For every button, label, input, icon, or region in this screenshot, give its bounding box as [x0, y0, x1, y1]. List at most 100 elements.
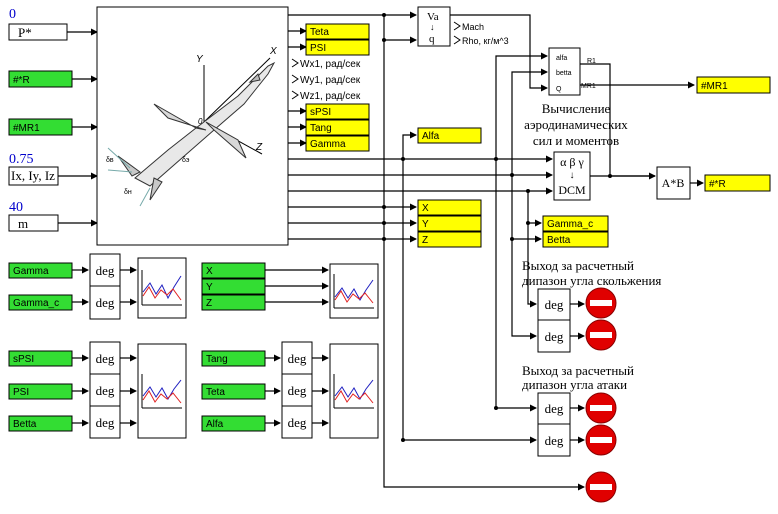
slip-warning-2: дипазон угла скольжения: [522, 273, 661, 288]
spsi-out-text: sPSI: [310, 107, 331, 118]
x-in[interactable]: [201, 262, 266, 279]
deg-label: deg: [96, 415, 115, 430]
q-label: q: [429, 33, 435, 45]
psi-out[interactable]: [305, 39, 370, 56]
aircraft-icon: [107, 57, 276, 207]
stop-sign-icon[interactable]: [585, 287, 617, 319]
deg-label: deg: [288, 383, 307, 398]
scope-icon: [141, 374, 182, 409]
axis-y-label: Y: [196, 54, 204, 65]
stop-sign-icon[interactable]: [585, 424, 617, 456]
output-labels: Teta PSI sPSI Tang Gamma Alfa X Y Z Gamm…: [305, 23, 771, 248]
x-out[interactable]: [417, 199, 482, 216]
junction-dots: [382, 13, 612, 442]
dcm-label: DCM: [558, 183, 586, 197]
deg-label: deg: [96, 295, 115, 310]
scope-icon: [333, 374, 374, 409]
teta-in[interactable]: [201, 383, 266, 400]
alfa-out[interactable]: [417, 127, 482, 144]
p-constant-block[interactable]: [8, 23, 68, 41]
betta-in-text: Betta: [13, 419, 37, 430]
alfa-in-text: Alfa: [206, 419, 224, 430]
open-outputs: Wx1, рад/сек Wy1, рад/сек Wz1, рад/сек M…: [291, 21, 509, 102]
aero-forces-block[interactable]: [548, 47, 581, 96]
alfa-out-text: Alfa: [422, 131, 440, 142]
y-in[interactable]: [201, 278, 266, 295]
p-label: P*: [18, 25, 32, 40]
aero-in-betta: betta: [556, 70, 572, 77]
r-out[interactable]: [704, 174, 771, 192]
deg-block-group3[interactable]: [89, 341, 121, 439]
spsi-out[interactable]: [305, 103, 370, 120]
r-ref-label[interactable]: [8, 70, 73, 88]
r-out-text: #*R: [709, 179, 726, 190]
y-in-text: Y: [206, 282, 213, 293]
spsi-in-text: sPSI: [13, 354, 34, 365]
betta-out[interactable]: [542, 231, 609, 248]
scope-block-tang[interactable]: [329, 343, 379, 439]
tang-out[interactable]: [305, 119, 370, 136]
aero-in-alfa: alfa: [556, 55, 567, 62]
y-out[interactable]: [417, 215, 482, 232]
multiplier-label: A*B: [662, 176, 685, 190]
betta-in[interactable]: [8, 415, 73, 432]
r-ref-text: #*R: [13, 75, 30, 86]
multiplier-block[interactable]: [656, 166, 691, 200]
gamma-c-out-text: Gamma_c: [547, 219, 593, 230]
delta-e-label: δэ: [182, 157, 190, 164]
axis-z-label: Z: [255, 142, 263, 153]
z-out[interactable]: [417, 231, 482, 248]
psi-in-text: PSI: [13, 387, 29, 398]
inertia-constant-block[interactable]: [8, 166, 59, 186]
deg-label: deg: [545, 401, 564, 416]
origin-label: 0: [198, 117, 203, 126]
psi-out-text: PSI: [310, 43, 326, 54]
spsi-in[interactable]: [8, 350, 73, 367]
wx1-text: Wx1, рад/сек: [300, 59, 361, 70]
stop-sign-icon[interactable]: [585, 471, 617, 503]
scope-block-spsi[interactable]: [137, 343, 187, 439]
gamma-in[interactable]: [8, 262, 73, 279]
gamma-c-in[interactable]: [8, 294, 73, 311]
stop-sign-icon[interactable]: [585, 392, 617, 424]
z-in-text: Z: [206, 298, 212, 309]
wz1-text: Wz1, рад/сек: [300, 91, 361, 102]
psi-in[interactable]: [8, 383, 73, 400]
axis-x-label: X: [269, 46, 277, 57]
dcm-block[interactable]: [553, 151, 591, 201]
aero-out-mr1: MR1: [581, 83, 596, 90]
aero-in-q: Q: [556, 86, 562, 93]
aero-out-r1: R1: [587, 58, 596, 65]
z-out-text: Z: [422, 235, 428, 246]
scope-block-xyz[interactable]: [329, 263, 379, 319]
gamma-in-text: Gamma: [13, 266, 49, 277]
tang-in[interactable]: [201, 350, 266, 367]
deg-label: deg: [288, 351, 307, 366]
va-q-block[interactable]: [417, 6, 451, 47]
delta-n-label: δн: [124, 189, 132, 196]
scope-block-gamma[interactable]: [137, 257, 187, 319]
inertia-label: Ix, Iy, Iz: [11, 168, 55, 183]
mr1-out-text: #MR1: [701, 81, 728, 92]
teta-out-text: Teta: [310, 27, 329, 38]
gamma-c-out[interactable]: [542, 215, 609, 232]
z-in[interactable]: [201, 294, 266, 311]
deg-label: deg: [96, 351, 115, 366]
attack-warning-1: Выход за расчетный: [522, 363, 634, 378]
deg-label: deg: [96, 263, 115, 278]
mr1-ref-label[interactable]: [8, 118, 73, 136]
alfa-in[interactable]: [201, 415, 266, 432]
scope-icon: [141, 270, 182, 306]
rho-text: Rho, кг/м^3: [462, 36, 509, 46]
deg-block-group4[interactable]: [281, 341, 313, 439]
x-out-text: X: [422, 203, 429, 214]
attack-warning-2: дипазон угла атаки: [522, 377, 627, 392]
gamma-out[interactable]: [305, 135, 370, 152]
mass-constant-block[interactable]: [8, 214, 59, 232]
teta-in-text: Teta: [206, 387, 225, 398]
gamma-c-in-text: Gamma_c: [13, 298, 59, 309]
dcm-greek: α β γ: [560, 155, 584, 169]
teta-out[interactable]: [305, 23, 370, 40]
mr1-out[interactable]: [696, 76, 771, 94]
stop-sign-icon[interactable]: [585, 319, 617, 351]
